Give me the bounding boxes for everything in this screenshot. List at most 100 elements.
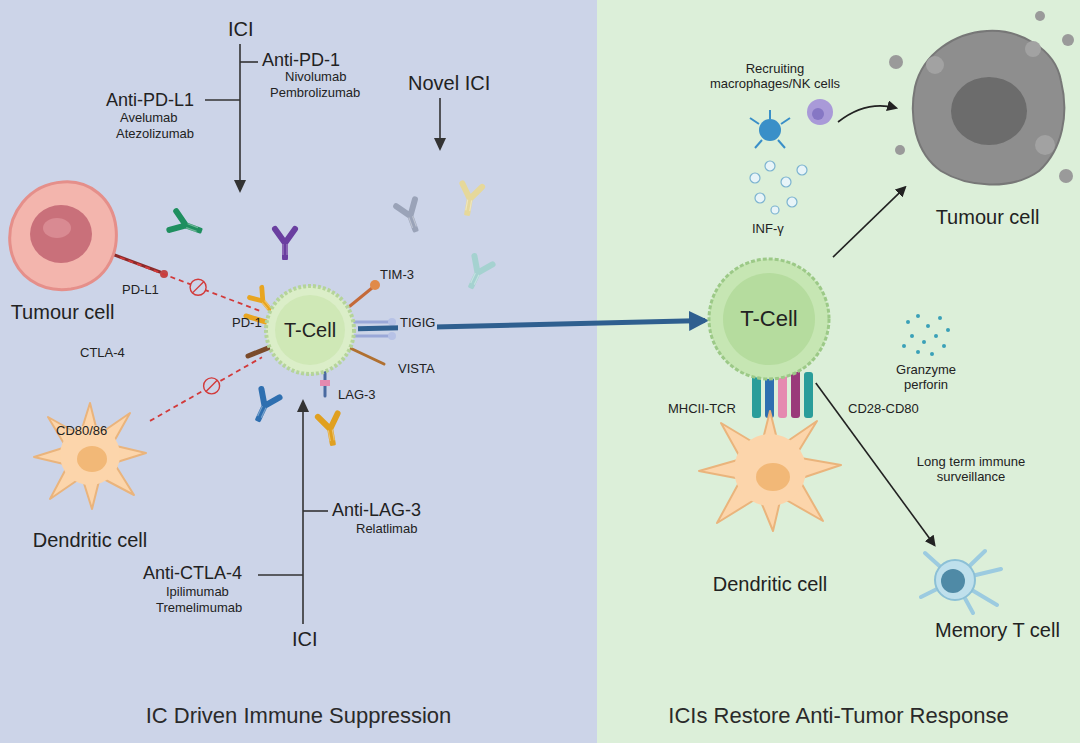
- memory-t-cell-art: [921, 551, 1001, 613]
- ici-arrow: [303, 510, 328, 512]
- cell-label: T-Cell: [284, 319, 336, 342]
- annotation-label: MHCII-TCR: [668, 402, 736, 417]
- cell-label: T-Cell: [740, 306, 797, 331]
- receptor: [354, 321, 390, 324]
- annotation-label: PD-1: [232, 316, 262, 331]
- t-cell: T-Cell: [262, 282, 358, 378]
- ici-arrow: [205, 99, 240, 101]
- tumour-fragment: [1035, 11, 1045, 21]
- cytokine-dots: [771, 206, 779, 214]
- t-cell-art: [709, 259, 829, 379]
- blocked-symbol: [190, 279, 206, 295]
- dendritic-cell-art: [756, 463, 790, 491]
- annotation-label: Granzyme perforin: [893, 363, 959, 393]
- annotation-label: Anti-PD-1: [262, 50, 340, 71]
- ici-arrow: [239, 44, 241, 182]
- dying-tumour-cell-art: [905, 25, 1070, 190]
- tumour-fragment: [1059, 169, 1073, 183]
- t-cell: T-Cell: [705, 255, 833, 383]
- granzyme-dots: [906, 320, 910, 324]
- blocked-symbol: [190, 279, 206, 295]
- annotation-label: Avelumab: [120, 111, 178, 126]
- annotation-label: Anti-LAG-3: [332, 500, 421, 521]
- cytokine-dots: [755, 193, 765, 203]
- dendritic-cell-art: [695, 405, 845, 535]
- tumour-cell: Tumour cell: [5, 178, 120, 293]
- restore-panel: ICIs Restore Anti-Tumor Response Tumour c…: [597, 0, 1080, 743]
- granzyme-dots: [910, 334, 914, 338]
- immune-cell-icon: [759, 119, 781, 141]
- tumour-cell-art: [10, 182, 117, 290]
- annotation-label: ICI: [292, 628, 318, 651]
- synapse-receptor: [804, 372, 813, 418]
- annotation-label: Recruiting macrophages/NK cells: [700, 62, 850, 92]
- annotation-label: PD-L1: [122, 283, 159, 298]
- annotation-label: Ipilimumab: [166, 585, 229, 600]
- granzyme-dots: [916, 350, 920, 354]
- cell-label: Tumour cell: [11, 301, 115, 324]
- ici-arrow: [240, 61, 258, 63]
- tumour-cell-art: [5, 178, 120, 293]
- granzyme-dots: [938, 316, 942, 320]
- annotation-label: Atezolizumab: [116, 127, 194, 142]
- annotation-label: TIGIG: [398, 316, 437, 331]
- t-cell-art: [723, 273, 815, 365]
- memory-t-cell-art: [941, 569, 965, 593]
- receptor: [388, 318, 396, 326]
- dendritic-cell-art: [699, 411, 841, 531]
- tumour-cell-art: [30, 205, 92, 263]
- dying-tumour-cell-art: [1025, 41, 1041, 57]
- dying-tumour-cell-art: [913, 31, 1064, 185]
- t-cell-art: [266, 286, 354, 374]
- synapse-receptor: [778, 374, 787, 418]
- annotation-label: CTLA-4: [80, 346, 125, 361]
- memory-t-cell-art: [915, 545, 1005, 615]
- granzyme-dots: [942, 344, 946, 348]
- panel-title: IC Driven Immune Suppression: [146, 703, 452, 729]
- granzyme-dots: [916, 314, 920, 318]
- annotation-label: CD80/86: [56, 424, 107, 439]
- blocked-symbol: [204, 378, 220, 394]
- annotation-label: Long term immune surveillance: [905, 455, 1037, 485]
- cytokine-dots: [787, 197, 797, 207]
- memory-t-cell-art: [935, 560, 975, 600]
- tumour-fragment: [895, 145, 905, 155]
- ici-arrow: [302, 410, 304, 624]
- dendritic-cell: Dendritic cell: [30, 395, 150, 515]
- dying-tumour-cell-art: [926, 56, 944, 74]
- cell-label: Dendritic cell: [713, 573, 827, 596]
- annotation-label: Tremelimumab: [156, 601, 242, 616]
- cell-label: Dendritic cell: [33, 529, 147, 552]
- immune-cell-icon: [812, 108, 824, 120]
- granzyme-dots: [926, 324, 930, 328]
- granzyme-dots: [922, 340, 926, 344]
- annotation-label: CD28-CD80: [848, 402, 919, 417]
- tumour-cell: Tumour cell: [905, 25, 1070, 190]
- annotation-label: Relatlimab: [356, 522, 417, 537]
- granzyme-dots: [934, 334, 938, 338]
- dying-tumour-cell-art: [1035, 135, 1055, 155]
- annotation-label: Pembrolizumab: [270, 86, 360, 101]
- granzyme-dots: [946, 328, 950, 332]
- cell-label: Memory T cell: [935, 619, 1060, 642]
- annotation-label: TIM-3: [380, 268, 414, 283]
- cell-label: Tumour cell: [936, 206, 1040, 229]
- annotation-label: VISTA: [398, 362, 435, 377]
- cytokine-dots: [797, 165, 807, 175]
- annotation-label: Anti-PD-L1: [106, 90, 194, 111]
- dendritic-cell: Dendritic cell: [695, 405, 845, 535]
- immune-cell-icon: [807, 99, 833, 125]
- cytokine-dots: [781, 177, 791, 187]
- panel-title: ICIs Restore Anti-Tumor Response: [668, 703, 1008, 729]
- dying-tumour-cell-art: [951, 77, 1027, 145]
- annotation-label: INF-γ: [752, 222, 784, 237]
- annotation-label: LAG-3: [338, 388, 376, 403]
- synapse-receptor: [791, 368, 800, 418]
- granzyme-dots: [902, 344, 906, 348]
- memory-t-cell: Memory T cell: [915, 545, 1005, 615]
- receptor: [388, 332, 396, 340]
- cytokine-dots: [765, 161, 775, 171]
- ici-arrow: [258, 574, 303, 576]
- t-cell-art: [275, 295, 345, 365]
- dendritic-cell-art: [34, 403, 146, 509]
